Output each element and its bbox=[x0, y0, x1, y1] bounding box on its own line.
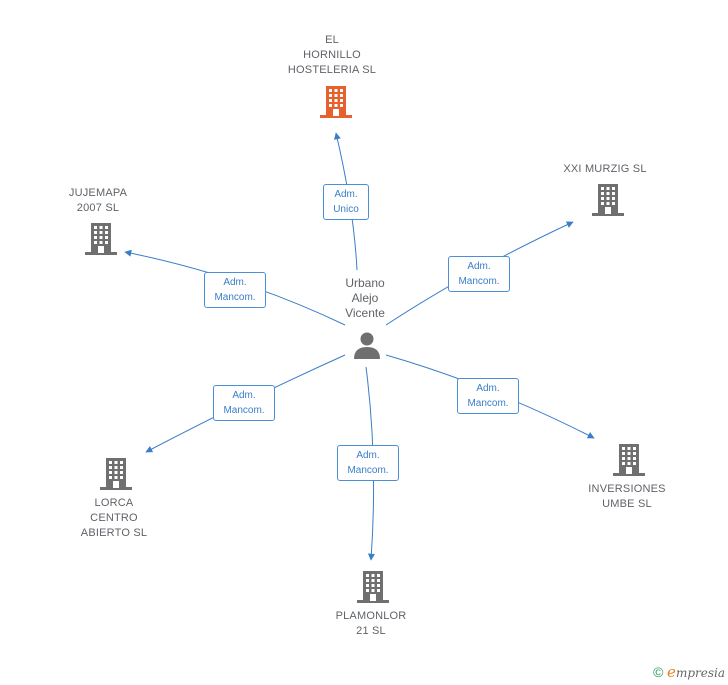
brand-initial: e bbox=[667, 663, 676, 681]
company-label-lorca[interactable]: LORCA CENTRO ABIERTO SL bbox=[80, 497, 148, 539]
copyright-symbol: © bbox=[653, 664, 664, 680]
building-icon[interactable] bbox=[99, 456, 133, 492]
building-icon[interactable] bbox=[591, 182, 625, 218]
company-label-hornillo[interactable]: EL HORNILLO HOSTELERIA SL bbox=[287, 34, 377, 76]
building-icon[interactable] bbox=[84, 221, 118, 257]
building-icon[interactable] bbox=[319, 84, 353, 120]
company-label-xxi[interactable]: XXI MURZIG SL bbox=[563, 163, 647, 175]
person-name-label[interactable]: Urbano Alejo Vicente bbox=[345, 276, 385, 320]
company-label-jujemapa[interactable]: JUJEMAPA 2007 SL bbox=[68, 187, 128, 214]
building-icon[interactable] bbox=[612, 442, 646, 478]
role-label-plamonlor[interactable]: Adm. Mancom. bbox=[337, 445, 399, 481]
company-label-inversiones[interactable]: INVERSIONES UMBE SL bbox=[588, 483, 666, 510]
building-icon[interactable] bbox=[356, 569, 390, 605]
person-icon[interactable] bbox=[352, 330, 382, 360]
role-label-xxi[interactable]: Adm. Mancom. bbox=[448, 256, 510, 292]
company-label-plamonlor[interactable]: PLAMONLOR 21 SL bbox=[335, 610, 407, 637]
role-label-hornillo[interactable]: Adm. Unico bbox=[323, 184, 369, 220]
building-icon-hornillo bbox=[320, 86, 352, 118]
role-label-jujemapa[interactable]: Adm. Mancom. bbox=[204, 272, 266, 308]
role-label-inversiones[interactable]: Adm. Mancom. bbox=[457, 378, 519, 414]
brand-name-rest: mpresia bbox=[675, 666, 725, 680]
empresia-logo: © empresia bbox=[653, 663, 725, 681]
role-label-lorca[interactable]: Adm. Mancom. bbox=[213, 385, 275, 421]
